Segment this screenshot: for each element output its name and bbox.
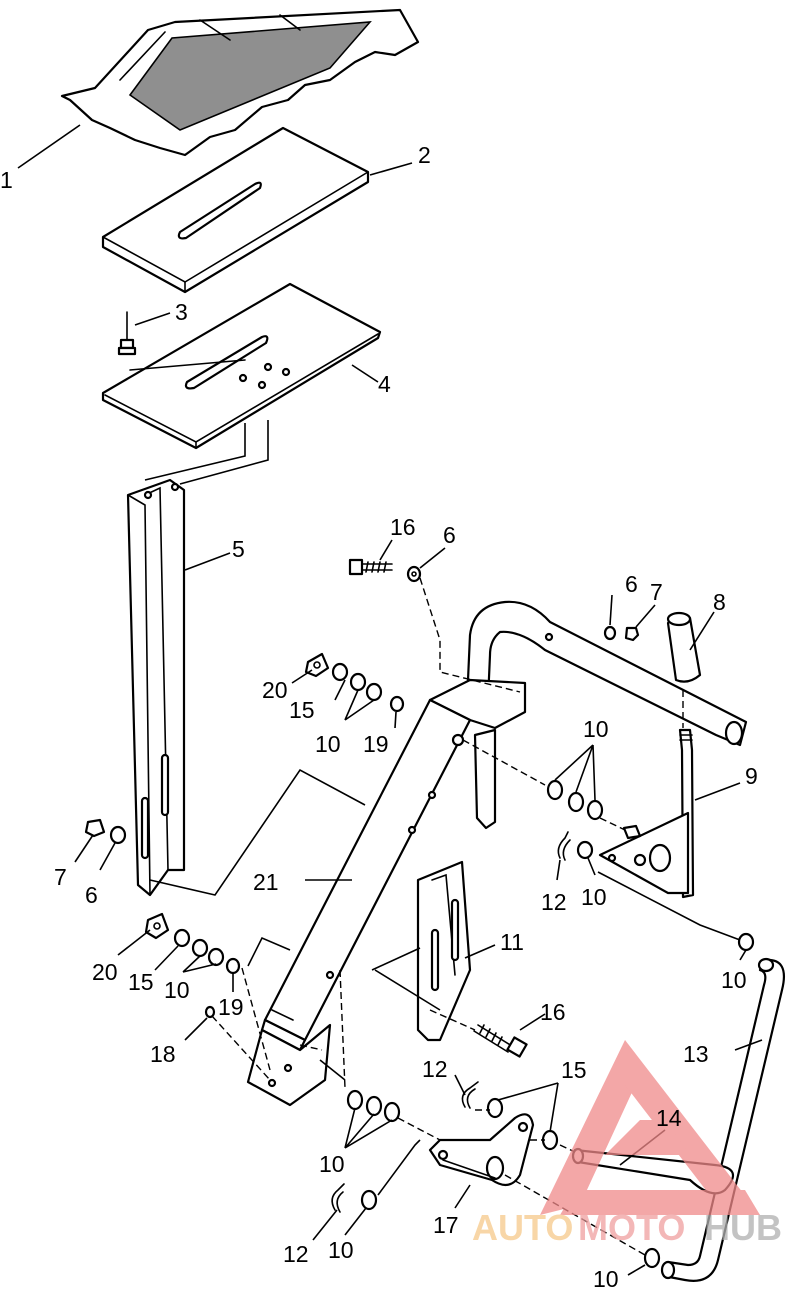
callout-20-lower: 20 xyxy=(92,959,118,985)
part-4-bracket-plate xyxy=(101,282,382,450)
part-16-bolt-upper xyxy=(348,558,422,583)
callout-8: 8 xyxy=(713,589,726,615)
callout-7-handle: 7 xyxy=(650,579,663,605)
callout-13: 13 xyxy=(683,1041,709,1067)
part-17-lower-bracket xyxy=(428,1113,535,1187)
part-1-floor-mat xyxy=(60,8,420,157)
callout-16-upper: 16 xyxy=(390,514,416,540)
callout-19-upper: 19 xyxy=(363,731,389,757)
watermark-moto: MOTO xyxy=(578,1207,685,1248)
callout-2: 2 xyxy=(418,142,431,168)
watermark-hub: HUB xyxy=(704,1207,782,1248)
callout-6-handle: 6 xyxy=(625,571,638,597)
callout-12-bottom: 12 xyxy=(283,1241,309,1267)
callout-5: 5 xyxy=(232,536,245,562)
part-5-vertical-bracket xyxy=(126,478,186,897)
callout-15-upper: 15 xyxy=(289,697,315,723)
watermark-logo: AUTO MOTO HUB xyxy=(472,1040,782,1248)
callout-12-lower: 12 xyxy=(422,1056,448,1082)
part-21-main-column xyxy=(246,678,527,1107)
part-13-rod xyxy=(660,957,786,1282)
callout-10-plate: 10 xyxy=(581,884,607,910)
callout-3: 3 xyxy=(175,299,188,325)
callout-11: 11 xyxy=(500,929,524,955)
callout-1: 1 xyxy=(0,167,13,193)
part-9-shaft xyxy=(598,728,695,899)
shift-handle-tube xyxy=(466,600,748,830)
washer-nut-handle xyxy=(603,625,640,642)
connector-lines xyxy=(149,768,741,1196)
callout-15-lower: 15 xyxy=(128,969,154,995)
callout-10-upper-left: 10 xyxy=(315,731,341,757)
part-3-screw xyxy=(117,311,137,356)
part-16-bolt-lower xyxy=(473,1024,528,1058)
callout-9: 9 xyxy=(745,763,758,789)
part-11-side-plate xyxy=(416,860,472,1042)
callout-19-lower: 19 xyxy=(218,994,244,1020)
callout-10-rod: 10 xyxy=(721,967,747,993)
callout-labels: 1 2 3 4 5 16 6 6 7 8 20 15 10 19 10 9 7 … xyxy=(0,142,758,1292)
callout-4: 4 xyxy=(378,371,391,397)
callout-16-lower: 16 xyxy=(540,999,566,1025)
callout-20-upper: 20 xyxy=(262,677,288,703)
callout-18: 18 xyxy=(150,1041,176,1067)
callout-7-left: 7 xyxy=(54,864,67,890)
callout-10-lower-group: 10 xyxy=(319,1151,345,1177)
callout-6-upper: 6 xyxy=(443,522,456,548)
callout-10-bottom-left: 10 xyxy=(328,1237,354,1263)
callout-12-right: 12 xyxy=(541,889,567,915)
callout-leaders xyxy=(17,124,763,1276)
callout-21: 21 xyxy=(253,869,279,895)
logo-triangle-mark xyxy=(540,1040,640,1215)
part-2-slotted-plate xyxy=(101,126,370,294)
connector-4-5 xyxy=(144,420,269,485)
callout-17: 17 xyxy=(433,1212,459,1238)
callout-10-lower-left: 10 xyxy=(164,977,190,1003)
callout-14: 14 xyxy=(656,1105,682,1131)
part-8-knob xyxy=(666,611,702,683)
callout-10-right: 10 xyxy=(583,716,609,742)
callout-6-left: 6 xyxy=(85,882,98,908)
watermark-auto: AUTO xyxy=(472,1207,573,1248)
callout-10-bottom-right: 10 xyxy=(593,1266,619,1292)
callout-15-bracket: 15 xyxy=(561,1057,587,1083)
